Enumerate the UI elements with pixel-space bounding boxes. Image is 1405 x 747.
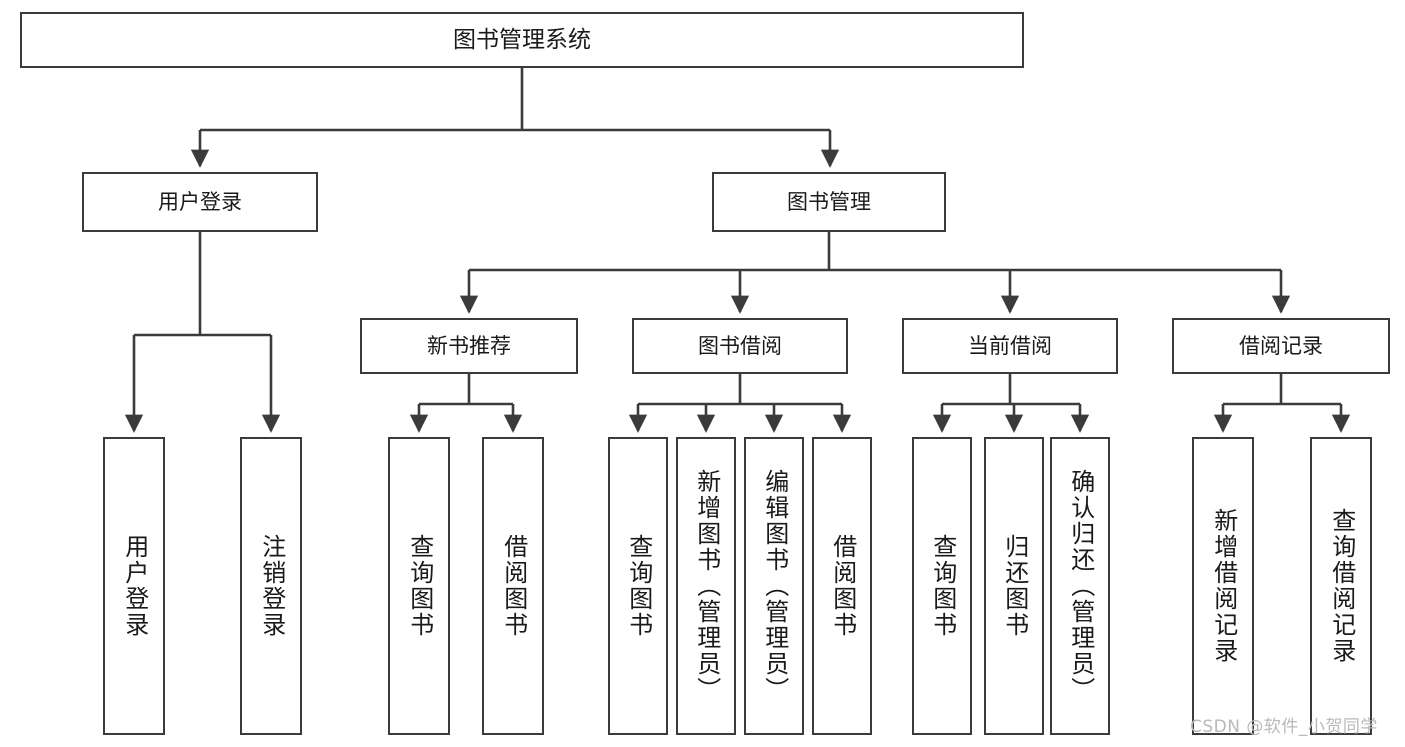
node-leaf-borrow-book-2[interactable]: 借阅图书: [812, 437, 872, 735]
node-leaf-borrow-book-1[interactable]: 借阅图书: [482, 437, 544, 735]
node-new-book-recommend[interactable]: 新书推荐: [360, 318, 578, 374]
node-leaf-add-borrow-record[interactable]: 新增借阅记录: [1192, 437, 1254, 735]
node-leaf-edit-book-admin[interactable]: 编辑图书（管理员）: [744, 437, 804, 735]
node-leaf-return-book[interactable]: 归还图书: [984, 437, 1044, 735]
node-leaf-query-borrow-record[interactable]: 查询借阅记录: [1310, 437, 1372, 735]
node-leaf-query-book-1[interactable]: 查询图书: [388, 437, 450, 735]
node-leaf-add-book-admin[interactable]: 新增图书（管理员）: [676, 437, 736, 735]
node-borrow-record[interactable]: 借阅记录: [1172, 318, 1390, 374]
node-book-borrow[interactable]: 图书借阅: [632, 318, 848, 374]
node-leaf-confirm-return-admin[interactable]: 确认归还（管理员）: [1050, 437, 1110, 735]
node-leaf-query-book-2[interactable]: 查询图书: [608, 437, 668, 735]
node-user-login[interactable]: 用户登录: [82, 172, 318, 232]
node-leaf-query-book-3[interactable]: 查询图书: [912, 437, 972, 735]
csdn-watermark: CSDN @软件_小贺同学: [1190, 717, 1378, 737]
node-leaf-user-logout[interactable]: 注销登录: [240, 437, 302, 735]
node-leaf-user-login[interactable]: 用户登录: [103, 437, 165, 735]
node-current-borrow[interactable]: 当前借阅: [902, 318, 1118, 374]
node-root-system[interactable]: 图书管理系统: [20, 12, 1024, 68]
node-book-management[interactable]: 图书管理: [712, 172, 946, 232]
